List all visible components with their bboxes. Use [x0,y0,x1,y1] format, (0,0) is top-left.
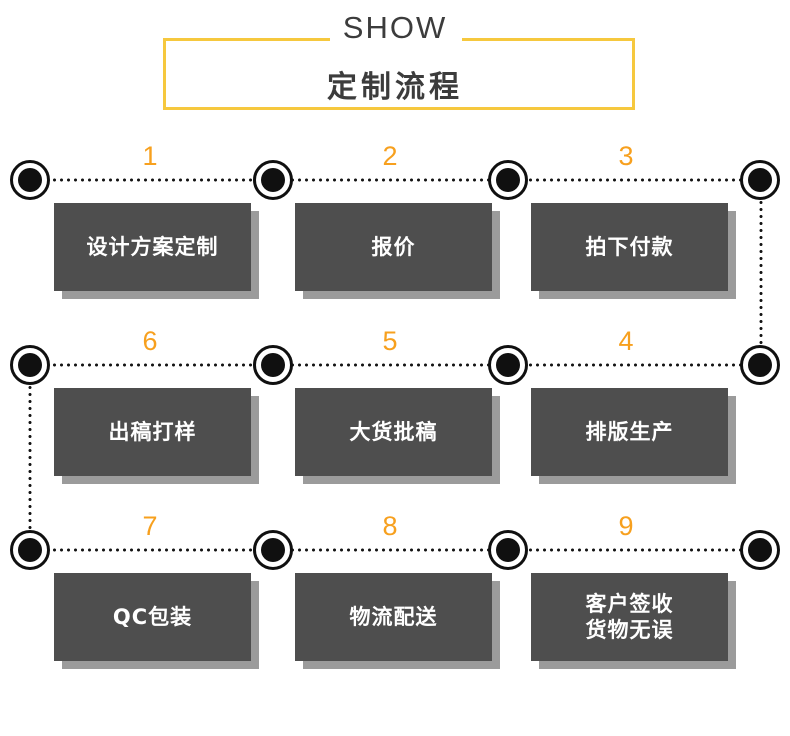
step-number: 6 [142,326,158,356]
step-card-label: 拍下付款 [585,235,674,259]
flow-node-marker [253,160,293,200]
flow-node-marker [10,160,50,200]
flow-node-marker [488,530,528,570]
step-number: 7 [142,511,158,541]
connector-vertical-right [759,185,763,370]
flow-node-marker [488,160,528,200]
step-card[interactable]: 物流配送 [295,573,500,669]
step-card-face: 物流配送 [295,573,492,661]
step-card-label: 报价 [371,235,416,259]
flow-node-marker [740,530,780,570]
step-card[interactable]: 排版生产 [531,388,736,484]
header-border-gap [330,34,462,46]
step-card-face: 出稿打样 [54,388,251,476]
flow-node-marker [740,345,780,385]
step-card-face: 排版生产 [531,388,728,476]
step-card-face: 客户签收 货物无误 [531,573,728,661]
step-card[interactable]: 客户签收 货物无误 [531,573,736,669]
step-number: 2 [382,141,398,171]
step-number: 1 [142,141,158,171]
step-card-label: 大货批稿 [349,420,438,444]
step-card-face: 大货批稿 [295,388,492,476]
step-card-label: 排版生产 [585,420,674,444]
step-card-face: QC包装 [54,573,251,661]
step-card-label: 客户签收 货物无误 [585,592,674,642]
flow-node-marker [10,530,50,570]
step-card-face: 设计方案定制 [54,203,251,291]
flow-row-2: 6 5 4 出稿打样 大货批稿 排版生产 [0,325,790,510]
step-number: 9 [618,511,634,541]
step-number: 8 [382,511,398,541]
step-number: 5 [382,326,398,356]
step-card[interactable]: 拍下付款 [531,203,736,299]
step-card[interactable]: 出稿打样 [54,388,259,484]
connector-horizontal [30,363,762,367]
page-title-chinese: 定制流程 [327,70,463,105]
flow-node-marker [253,530,293,570]
flow-row-3: 7 8 9 QC包装 物流配送 客户签收 货物无误 [0,510,790,695]
step-card-label: QC包装 [112,605,193,629]
step-card[interactable]: 报价 [295,203,500,299]
step-card-label: 物流配送 [349,605,438,629]
connector-vertical-left [28,370,32,555]
page-title-english: SHOW [342,10,448,45]
step-number: 3 [618,141,634,171]
step-card[interactable]: 大货批稿 [295,388,500,484]
step-card-face: 报价 [295,203,492,291]
step-card[interactable]: QC包装 [54,573,259,669]
flow-node-marker [488,345,528,385]
step-card-label: 出稿打样 [108,420,197,444]
step-card-label: 设计方案定制 [86,235,219,259]
flow-node-marker [10,345,50,385]
connector-horizontal [30,548,762,552]
flow-node-marker [253,345,293,385]
flow-node-marker [740,160,780,200]
connector-horizontal [30,178,762,182]
step-card[interactable]: 设计方案定制 [54,203,259,299]
flow-row-1: 1 2 3 设计方案定制 报价 拍下付款 [0,140,790,325]
step-card-face: 拍下付款 [531,203,728,291]
step-number: 4 [618,326,634,356]
